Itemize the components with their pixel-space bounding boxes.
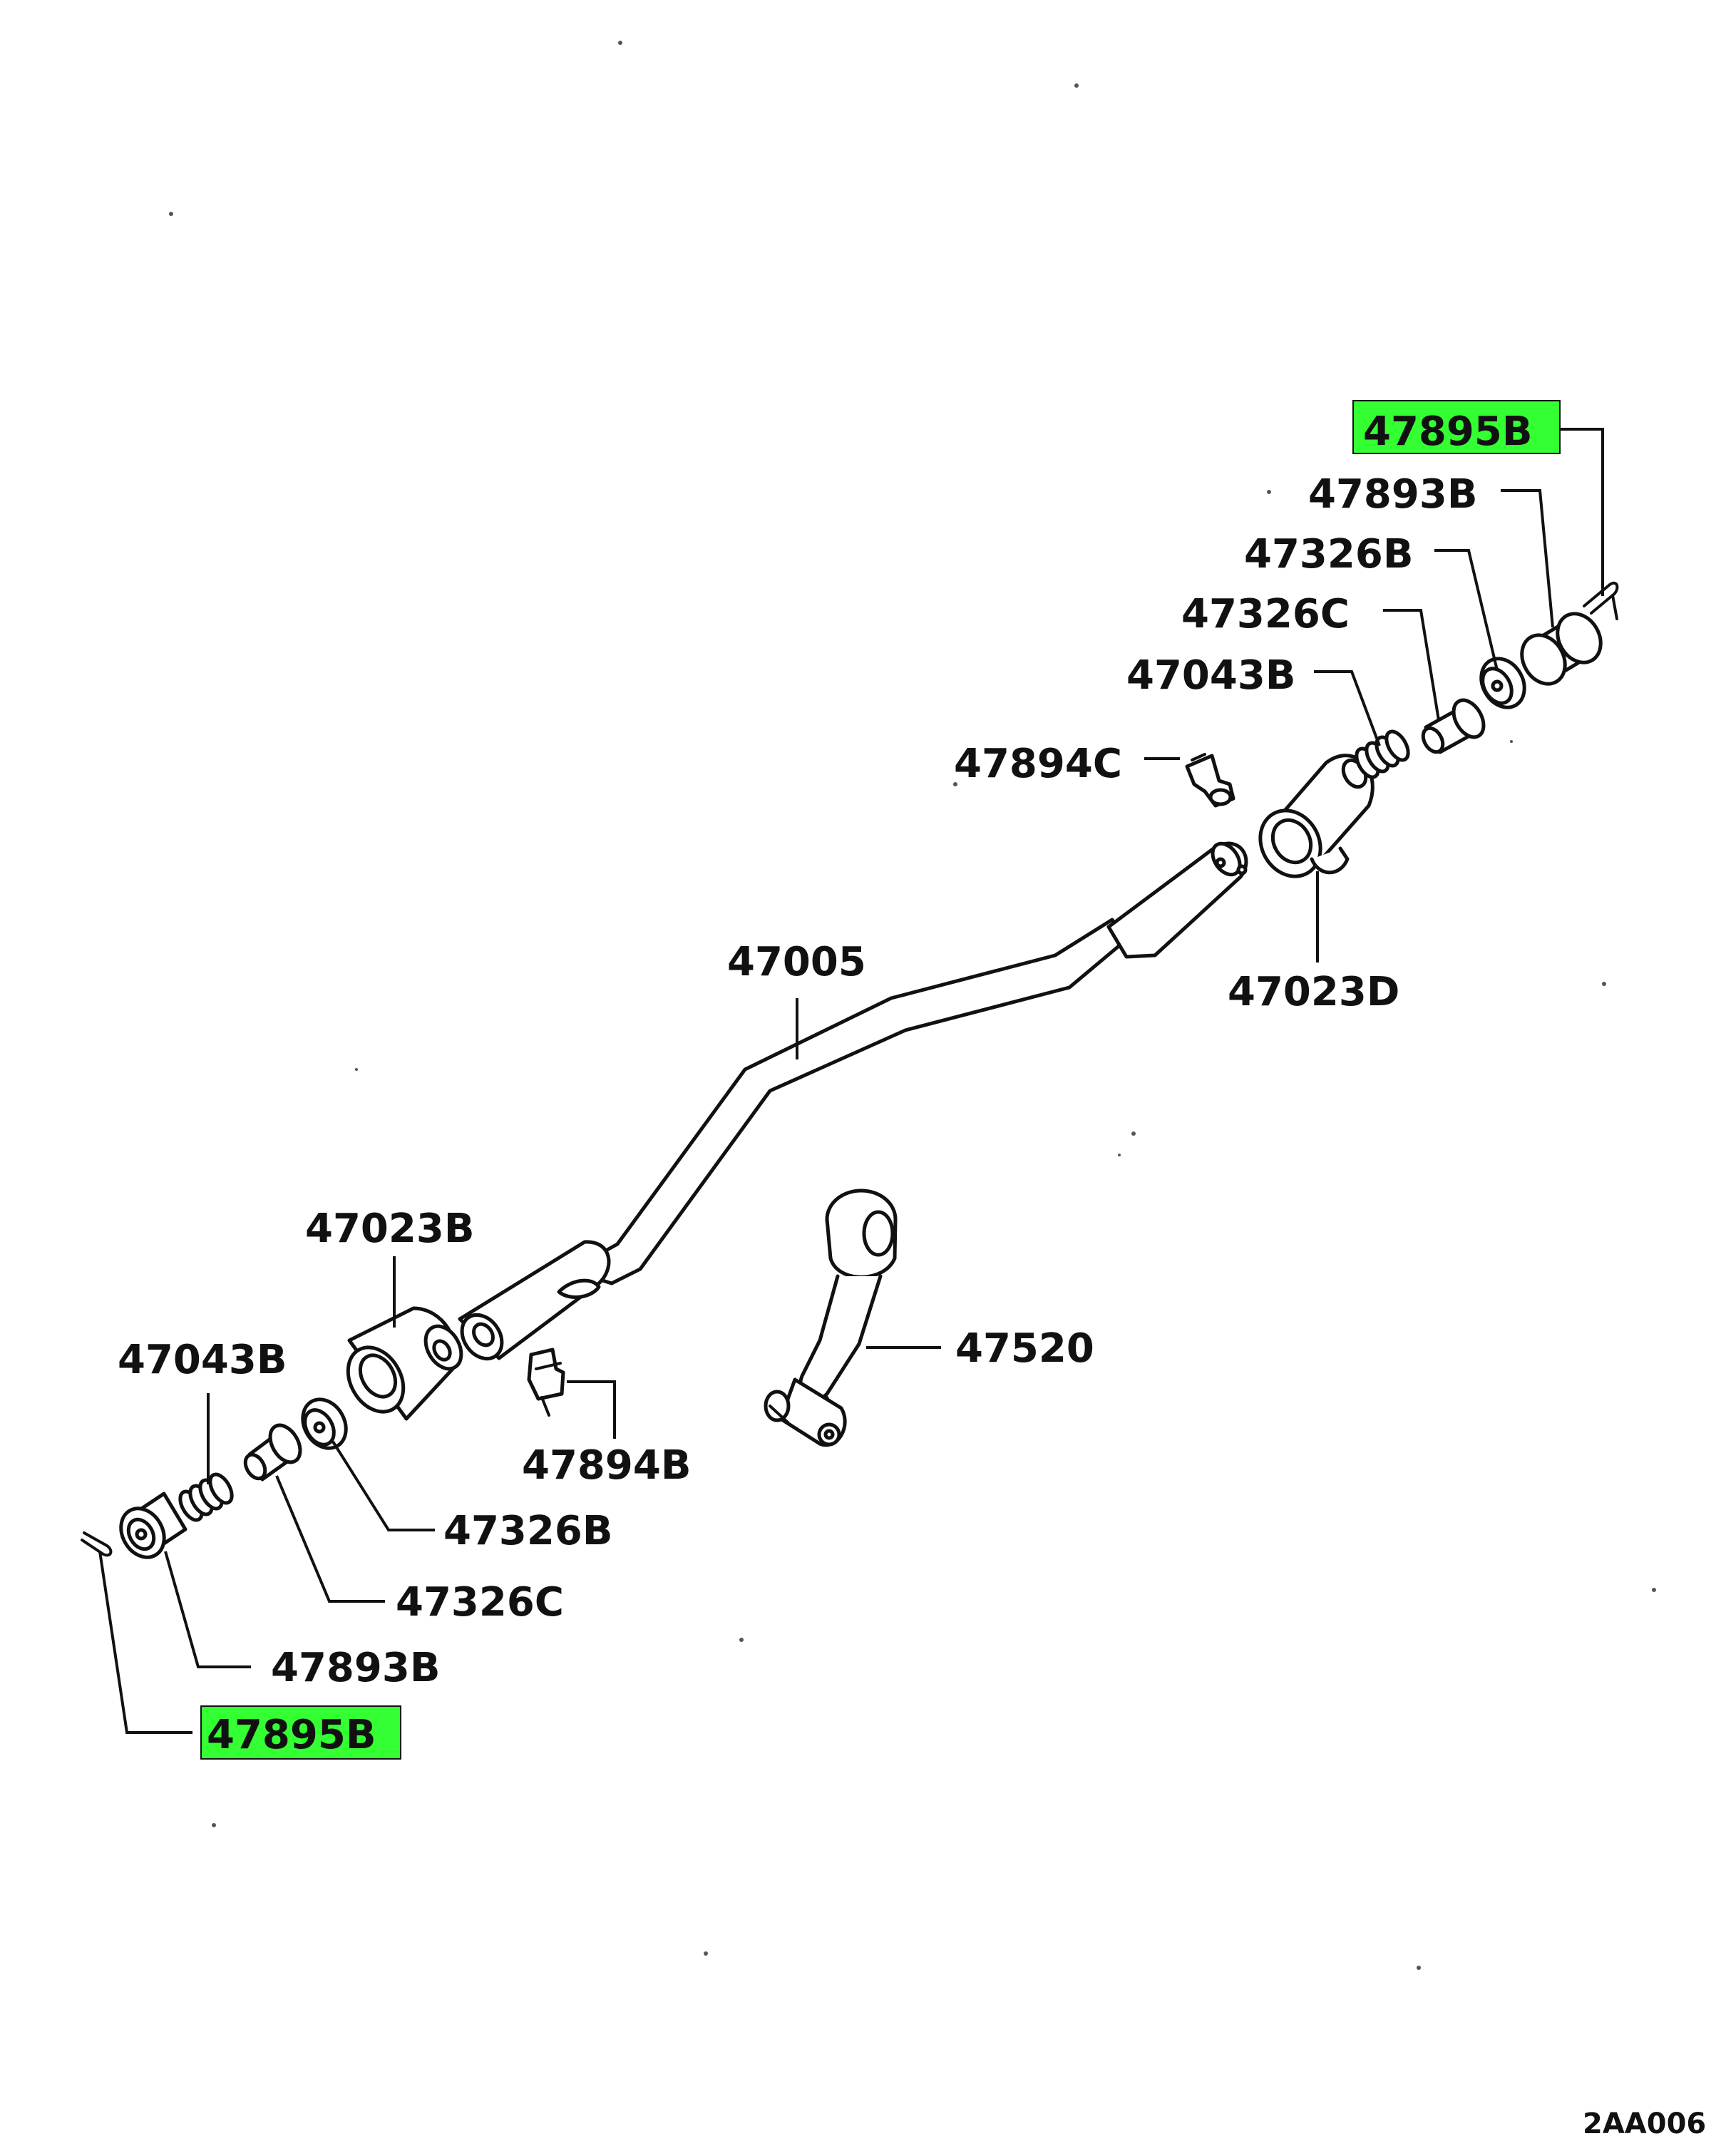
seat-top-47326C xyxy=(1421,698,1486,754)
idler-arm-47520 xyxy=(764,1189,898,1447)
scan-specks xyxy=(169,41,1656,1970)
part-label-47043B-top[interactable]: 47043B xyxy=(1126,652,1296,699)
part-label-47520[interactable]: 47520 xyxy=(955,1325,1094,1372)
washer-top-47326B xyxy=(1479,657,1526,709)
part-label-47893B-bottom[interactable]: 47893B xyxy=(271,1645,441,1691)
spring-bottom-47043B xyxy=(178,1472,234,1522)
part-label-47893B-top[interactable]: 47893B xyxy=(1308,471,1478,518)
part-label-47895B-bottom[interactable]: 47895B xyxy=(207,1712,376,1758)
part-label-47895B-top[interactable]: 47895B xyxy=(1363,409,1533,455)
grease-fitting-47894B xyxy=(527,1348,565,1417)
part-label-47894B[interactable]: 47894B xyxy=(522,1442,692,1489)
part-label-47023D[interactable]: 47023D xyxy=(1228,969,1399,1015)
sleeve-47023B xyxy=(346,1306,463,1421)
part-label-47894C[interactable]: 47894C xyxy=(954,741,1122,787)
grease-fitting-47894C xyxy=(1185,753,1235,808)
washer-bottom-47326B xyxy=(301,1397,348,1450)
part-label-47043B-bottom[interactable]: 47043B xyxy=(118,1337,287,1383)
highlight-box-top xyxy=(1352,400,1561,454)
part-label-47326B-top[interactable]: 47326B xyxy=(1244,531,1414,578)
part-label-47005[interactable]: 47005 xyxy=(727,939,866,985)
cotter-pin-top-47895B xyxy=(1583,581,1619,620)
cotter-pin-bottom-47895B xyxy=(81,1531,113,1557)
diagram-code: 2AA006 xyxy=(1583,2108,1706,2140)
part-label-47023B[interactable]: 47023B xyxy=(305,1206,475,1252)
part-label-47326C-bottom[interactable]: 47326C xyxy=(396,1579,564,1626)
seat-bottom-47326C xyxy=(243,1423,302,1482)
part-label-47326C-top[interactable]: 47326C xyxy=(1181,591,1350,637)
sleeve-47023D xyxy=(1258,754,1375,878)
plug-bottom-47893B xyxy=(119,1492,187,1559)
highlight-box-bottom xyxy=(200,1705,401,1760)
leader-lines xyxy=(98,428,1604,1734)
spring-top-47043B xyxy=(1355,729,1410,779)
shaft-47005 xyxy=(458,841,1248,1361)
part-label-47326B-bottom[interactable]: 47326B xyxy=(443,1508,613,1554)
plug-top-47893B xyxy=(1520,612,1603,686)
